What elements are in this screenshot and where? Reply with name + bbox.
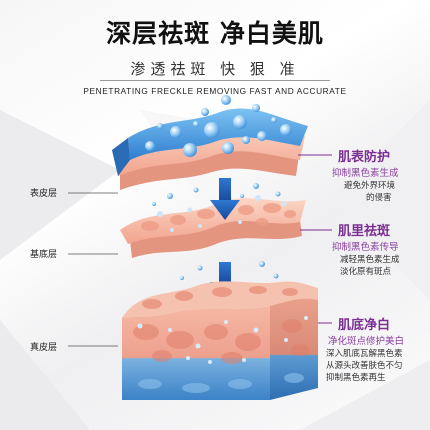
callout-1-description: 避免外界环境 的侵害: [344, 181, 396, 203]
subtitle-divider: [100, 80, 330, 81]
label-epidermis: 表皮层: [30, 189, 58, 199]
bubbles-middle: [152, 183, 281, 206]
bubbles-top: [145, 95, 292, 157]
left-leader-lines: [68, 192, 118, 347]
page-subtitle: 渗透祛斑 快 狠 准: [130, 60, 300, 78]
penetration-arrow-1: [210, 178, 240, 220]
callout-2-description: 减轻黑色素生成 淡化原有斑点: [340, 255, 400, 277]
page-title: 深层祛斑 净白美肌: [106, 19, 324, 48]
english-tagline: PENETRATING FRECKLE REMOVING FAST AND AC…: [83, 86, 347, 96]
right-leader-lines: [298, 154, 332, 324]
basal-layer: [120, 195, 306, 258]
callout-2-subtitle: 抑制黑色素传导: [332, 242, 399, 253]
callout-3-title: 肌底净白: [338, 318, 391, 333]
label-dermis: 真皮层: [30, 343, 58, 353]
callout-1-subtitle: 抑制黑色素生成: [332, 168, 399, 179]
epidermis-layer: [112, 108, 308, 190]
callout-3-subtitle: 净化斑点修护美白: [328, 336, 405, 347]
callout-2-title: 肌里祛斑: [338, 224, 391, 239]
bubbles-lower: [180, 261, 279, 280]
callout-1-title: 肌表防护: [338, 150, 391, 165]
label-basal: 基底层: [30, 250, 58, 260]
callout-3-description: 深入肌底瓦解黑色素 从源头改善肤色不匀 抑制黑色素再生: [326, 349, 403, 383]
dermis-layer: [122, 281, 318, 400]
